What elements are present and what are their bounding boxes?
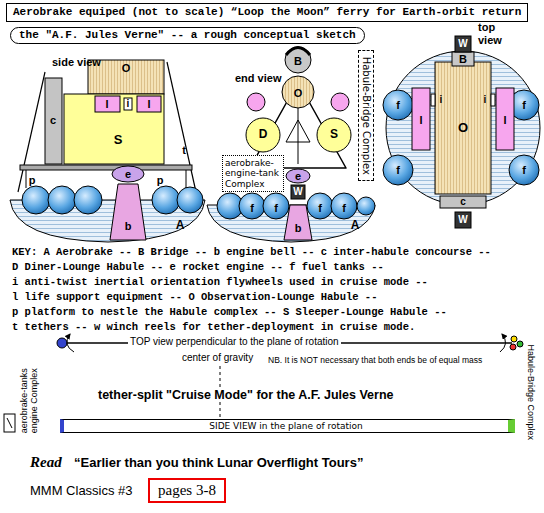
part-letter: c bbox=[460, 196, 466, 208]
side-view-ship bbox=[10, 60, 205, 242]
part-letter: O bbox=[294, 87, 303, 100]
part-letter: c bbox=[50, 114, 56, 127]
part-letter: f bbox=[274, 202, 278, 215]
part-letter: S bbox=[114, 133, 123, 148]
part-letter: p bbox=[29, 174, 36, 187]
top-view-ship bbox=[383, 36, 540, 228]
node-text: Habule-Bridge Complex bbox=[360, 56, 372, 174]
part-letter: t bbox=[182, 144, 186, 157]
part-letter: e bbox=[125, 168, 131, 181]
complex-box: aerobrake-engine-tank Complex bbox=[222, 155, 284, 192]
part-letter: l bbox=[147, 98, 150, 111]
part-letter: f bbox=[522, 99, 526, 112]
annotation-text: Read bbox=[30, 454, 62, 471]
node-text: aerobrake-engine-tank Complex bbox=[225, 158, 281, 189]
part-letter: l bbox=[419, 114, 422, 127]
annotation-text: D Diner-Lounge Habule -- e rocket engine… bbox=[12, 261, 384, 273]
part-letter: f bbox=[396, 99, 400, 112]
annotation-text: MMM Classics #3 bbox=[30, 484, 133, 499]
annotation-text: tether-split "Cruise Mode" for the A.F. … bbox=[96, 388, 395, 402]
part-letter: B bbox=[459, 53, 467, 66]
cruise-mode-sketch bbox=[4, 334, 523, 432]
node-text: pages 3-8 bbox=[158, 482, 216, 499]
title-box: Aerobrake equiped (not to scale) “Loop t… bbox=[6, 3, 528, 22]
subtitle-box: the "A.F. Jules Verne" -- a rough concep… bbox=[10, 27, 365, 44]
part-letter: f bbox=[342, 202, 346, 215]
node-text: SIDE VIEW in the plane of rotation bbox=[64, 421, 508, 431]
end-view-ship bbox=[207, 47, 375, 242]
node-text: the "A.F. Jules Verne" -- a rough concep… bbox=[19, 29, 356, 42]
part-letter: l bbox=[105, 98, 108, 111]
annotation-text: “Earlier than you think Lunar Overflight… bbox=[74, 456, 363, 471]
part-letter: b bbox=[295, 222, 302, 235]
complex-box: Habule-Bridge Complex bbox=[358, 50, 374, 181]
part-letter: e bbox=[295, 170, 301, 183]
annotation-text: KEY: A Aerobrake -- B Bridge -- b engine… bbox=[12, 246, 491, 258]
page-ref-box: pages 3-8 bbox=[148, 478, 226, 503]
annotation-text: TOP view perpendicular to the plane of r… bbox=[128, 336, 341, 348]
part-letter: p bbox=[157, 174, 164, 187]
part-letter: W bbox=[458, 214, 467, 226]
part-letter: O bbox=[458, 121, 468, 136]
part-letter: i bbox=[127, 98, 130, 110]
annotation-text: aerobrake-tanks engine Complex bbox=[19, 351, 40, 433]
tether-band: SIDE VIEW in the plane of rotation bbox=[60, 419, 515, 433]
part-letter: W bbox=[458, 38, 467, 50]
part-letter: f bbox=[250, 202, 254, 215]
node-text: Aerobrake equiped (not to scale) “Loop t… bbox=[13, 6, 521, 19]
part-letter: A bbox=[176, 219, 185, 233]
annotation-text: Habule-Bridge Complex bbox=[526, 344, 536, 440]
part-letter: B bbox=[294, 55, 302, 68]
part-letter: S bbox=[330, 128, 338, 142]
annotation-text: t tethers -- w winch reels for tether-de… bbox=[12, 321, 415, 333]
part-letter: b bbox=[125, 220, 132, 233]
part-letter: f bbox=[318, 202, 322, 215]
annotation-text: side view bbox=[52, 56, 101, 69]
part-letter: l bbox=[503, 114, 506, 127]
annotation-text: l life support equipment -- O Observatio… bbox=[12, 291, 377, 303]
annotation-text: end view bbox=[235, 72, 281, 85]
annotation-text: p platform to nestle the Habule complex … bbox=[12, 306, 447, 318]
annotation-text: center of gravity bbox=[180, 352, 255, 364]
part-letter: f bbox=[396, 164, 400, 177]
part-letter: i bbox=[484, 94, 487, 106]
part-letter: f bbox=[522, 164, 526, 177]
annotation-text: top view bbox=[478, 21, 512, 46]
part-letter: W bbox=[293, 186, 302, 198]
part-letter: A bbox=[351, 219, 360, 233]
part-letter: O bbox=[122, 62, 131, 75]
annotation-text: i anti-twist inertial orientation flywhe… bbox=[12, 276, 428, 288]
annotation-text: NB. It is NOT necessary that both ends b… bbox=[268, 356, 482, 366]
part-letter: i bbox=[440, 94, 443, 106]
part-letter: D bbox=[259, 128, 268, 142]
